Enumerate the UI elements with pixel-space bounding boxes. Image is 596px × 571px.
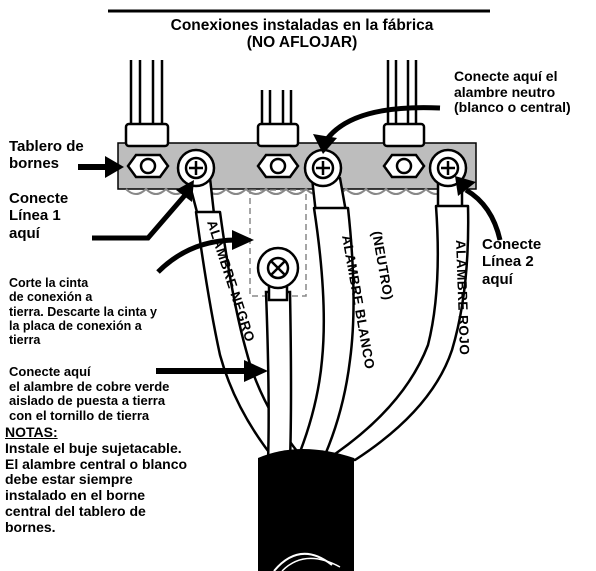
red-wire [333,176,470,462]
notes-line5: central del tablero de [5,503,146,520]
ground-wire [264,290,293,464]
factory-nut-icon [382,153,426,179]
ground-strap-callout: Corte la cinta de conexión a tierra. Des… [9,276,157,347]
line2-callout-line2: Línea 2 [482,253,534,271]
neutral-wire-label: (NEUTRO) [369,230,396,302]
terminal-block-line2: bornes [9,155,60,173]
notes-line2: El alambre central o blanco [5,455,188,472]
line1-screw-icon [176,148,216,188]
red-wire-label: ALAMBRE ROJO [453,240,472,356]
header-title: Conexiones instaladas en la fábrica (NO … [0,17,596,51]
arrow-down-icon [313,105,441,154]
terminal-block [117,122,477,195]
strap-callout-line3: tierra. Descarte la cinta y [9,304,157,319]
strap-callout-line5: tierra [9,333,41,347]
notes-line4: instalado en el borne [5,487,146,504]
cable-jacket [258,449,354,571]
strap-callout-line1: Corte la cinta [9,276,89,290]
arrows [78,105,503,382]
arrow-right-icon [78,156,124,178]
line1-callout-line3: aquí [9,224,40,242]
ground-callout-line2: el alambre de cobre verde [9,378,170,394]
ground-callout-line1: Conecte aquí [9,364,91,379]
notes-line3: debe estar siempre [5,471,133,488]
arrow-right-icon [156,360,268,382]
notes-line6: bornes. [5,518,56,535]
ground-callout-line3: aislado de puesta a tierra [9,393,166,409]
terminal-block-callout: Tablero de bornes [9,138,84,173]
notes-line1: Instale el buje sujetacable. [5,439,182,456]
line1-callout-line2: Línea 1 [9,207,61,225]
notes-title: NOTAS: [5,425,58,440]
arrow-up-right-icon [92,180,194,241]
neutral-screw-icon [303,148,343,188]
arrow-curved-icon [156,230,254,274]
ground-wire-callout: Conecte aquí el alambre de cobre verde a… [9,364,170,423]
header-line2: (NO AFLOJAR) [246,34,358,52]
line2-callout-line3: aquí [482,270,513,288]
strap-callout-line4: la placa de conexión a [9,318,142,333]
terminal-block-line1: Tablero de [9,138,84,155]
line2-callout: Conecte Línea 2 aquí [482,236,541,288]
factory-nut-icon [126,153,170,179]
arrow-up-left-icon [455,176,503,241]
neutral-callout-line1: Conecte aquí el [454,68,558,84]
ground-callout-line4: con el tornillo de tierra [9,407,150,423]
line1-callout: Conecte Línea 1 aquí [9,190,68,242]
line1-callout-line1: Conecte [9,190,69,207]
header-line1: Conexiones instaladas en la fábrica [170,17,434,34]
factory-nut-icon [256,153,300,179]
white-wire [298,176,355,457]
factory-wires [129,60,418,128]
ground-screw-icon [256,246,300,302]
neutral-callout-line3: (blanco o central) [454,99,571,116]
neutral-callout: Conecte aquí el alambre neutro (blanco o… [454,68,571,116]
neutral-callout-line2: alambre neutro [454,83,556,100]
line2-callout-line1: Conecte [482,236,542,253]
notes: NOTAS: Instale el buje sujetacable. El a… [5,425,255,571]
strap-callout-line2: de conexión a [9,290,93,305]
